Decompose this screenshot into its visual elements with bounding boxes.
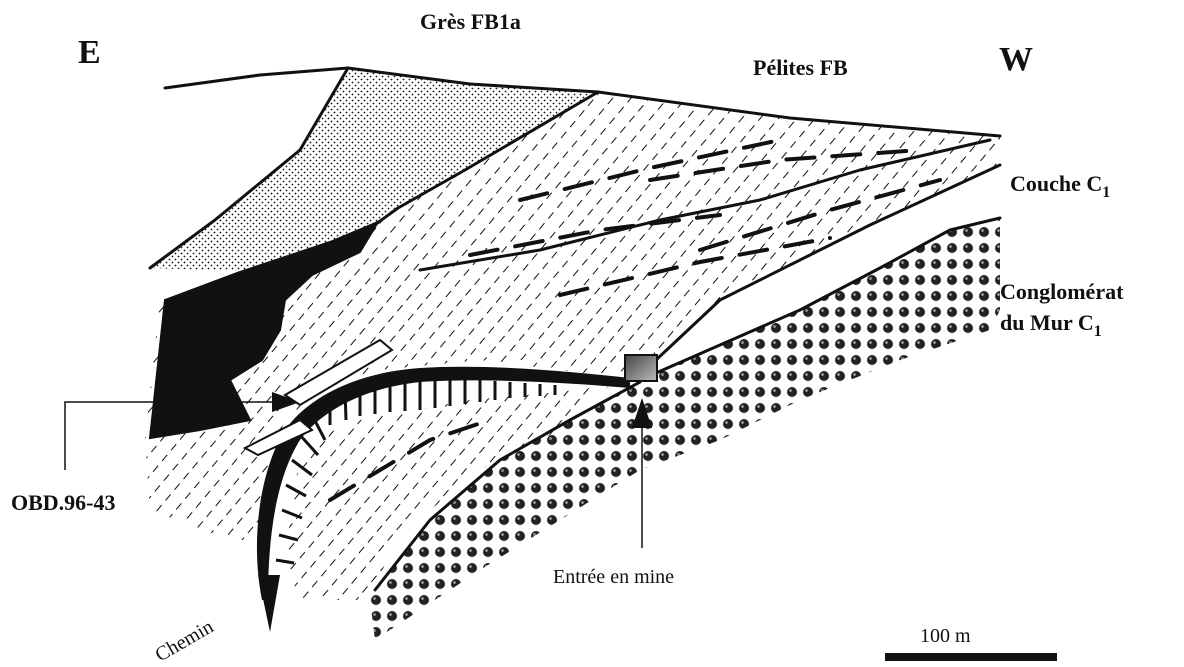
gres-label: Grès FB1a: [420, 9, 521, 34]
conglomerat-label-main: du Mur C: [1000, 310, 1094, 335]
scale-bar: [885, 653, 1057, 661]
conglomerat-label-line1: Conglomérat: [1000, 279, 1124, 304]
conglomerat-label-line2: du Mur C1: [1000, 310, 1102, 340]
chemin-label: Chemin: [152, 616, 218, 667]
east-label: E: [78, 34, 101, 71]
pelites-label: Pélites FB: [753, 55, 848, 80]
sample-label: OBD.96-43: [11, 490, 116, 515]
couche-label-main: Couche C: [1010, 171, 1102, 196]
couche-label-sub: 1: [1102, 184, 1110, 201]
west-label: W: [999, 41, 1033, 78]
mine-entrance-portal: [625, 355, 657, 381]
entree-label: Entrée en mine: [553, 566, 674, 588]
couche-label: Couche C1: [1010, 171, 1110, 201]
scale-label: 100 m: [920, 625, 971, 647]
road-end-arrow: [258, 575, 280, 632]
conglomerat-label-sub: 1: [1094, 323, 1102, 340]
